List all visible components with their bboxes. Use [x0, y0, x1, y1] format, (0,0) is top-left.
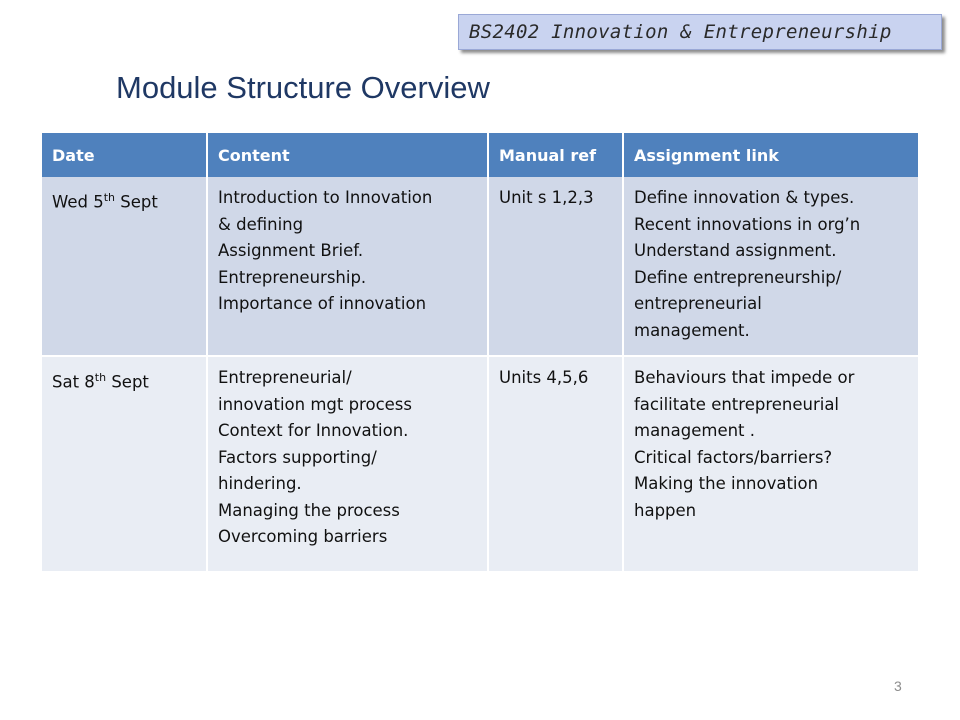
column-header-content: Content [207, 133, 489, 177]
content-line: Factors supporting/ [218, 447, 377, 467]
module-schedule-table: Date Content Manual ref Assignment link … [42, 133, 918, 571]
assignment-line: Define entrepreneurship/ [634, 267, 842, 287]
date-cell: Sat 8th Sept [42, 356, 208, 571]
date-month: Sept [115, 192, 158, 212]
page-number: 3 [894, 678, 902, 694]
date-month: Sept [106, 372, 149, 392]
table-row: Sat 8th Sept Entrepreneurial/ innovation… [42, 356, 918, 571]
course-badge: BS2402 Innovation & Entrepreneurship [458, 14, 942, 50]
assignment-line: happen [634, 500, 697, 520]
slide-title: Module Structure Overview [116, 70, 490, 105]
content-line: hindering. [218, 474, 302, 493]
table-row: Wed 5th Sept Introduction to Innovation … [42, 177, 918, 356]
content-line: Entrepreneurship. [218, 267, 367, 287]
table-header-row: Date Content Manual ref Assignment link [42, 133, 918, 177]
assignment-line: Understand assignment. [634, 241, 837, 260]
assignment-line: management . [634, 421, 756, 440]
content-line: Context for Innovation. [218, 421, 409, 440]
content-line: innovation mgt process [218, 394, 412, 414]
assignment-line: Recent innovations in org’n [634, 214, 861, 234]
date-cell: Wed 5th Sept [42, 177, 208, 356]
manual-ref-cell: Unit s 1,2,3 [488, 177, 624, 356]
content-line: Assignment Brief. [218, 241, 364, 260]
date-ordinal: th [94, 371, 107, 384]
assignment-link-cell: Behaviours that impede or facilitate ent… [623, 356, 918, 571]
content-line: Importance of innovation [218, 294, 427, 313]
assignment-line: facilitate entrepreneurial [634, 394, 840, 414]
content-line: Entrepreneurial/ [218, 368, 352, 387]
assignment-line: entrepreneurial [634, 294, 762, 313]
content-cell: Introduction to Innovation & defining As… [207, 177, 489, 356]
content-line: & defining [218, 214, 304, 234]
assignment-link-cell: Define innovation & types. Recent innova… [623, 177, 918, 356]
date-text: Wed 5 [52, 192, 104, 212]
column-header-assignment-link: Assignment link [623, 133, 918, 177]
date-text: Sat 8 [52, 372, 95, 392]
manual-ref-cell: Units 4,5,6 [488, 356, 624, 571]
assignment-line: Critical factors/barriers? [634, 447, 833, 467]
column-header-manual-ref: Manual ref [488, 133, 624, 177]
content-cell: Entrepreneurial/ innovation mgt process … [207, 356, 489, 571]
column-header-date: Date [42, 133, 208, 177]
content-line: Overcoming barriers [218, 527, 388, 546]
assignment-line: Making the innovation [634, 474, 819, 493]
assignment-line: Behaviours that impede or [634, 368, 855, 387]
content-line: Introduction to Innovation [218, 188, 433, 207]
assignment-line: management. [634, 320, 750, 340]
date-ordinal: th [103, 191, 116, 204]
assignment-line: Define innovation & types. [634, 188, 855, 207]
content-line: Managing the process [218, 500, 400, 520]
